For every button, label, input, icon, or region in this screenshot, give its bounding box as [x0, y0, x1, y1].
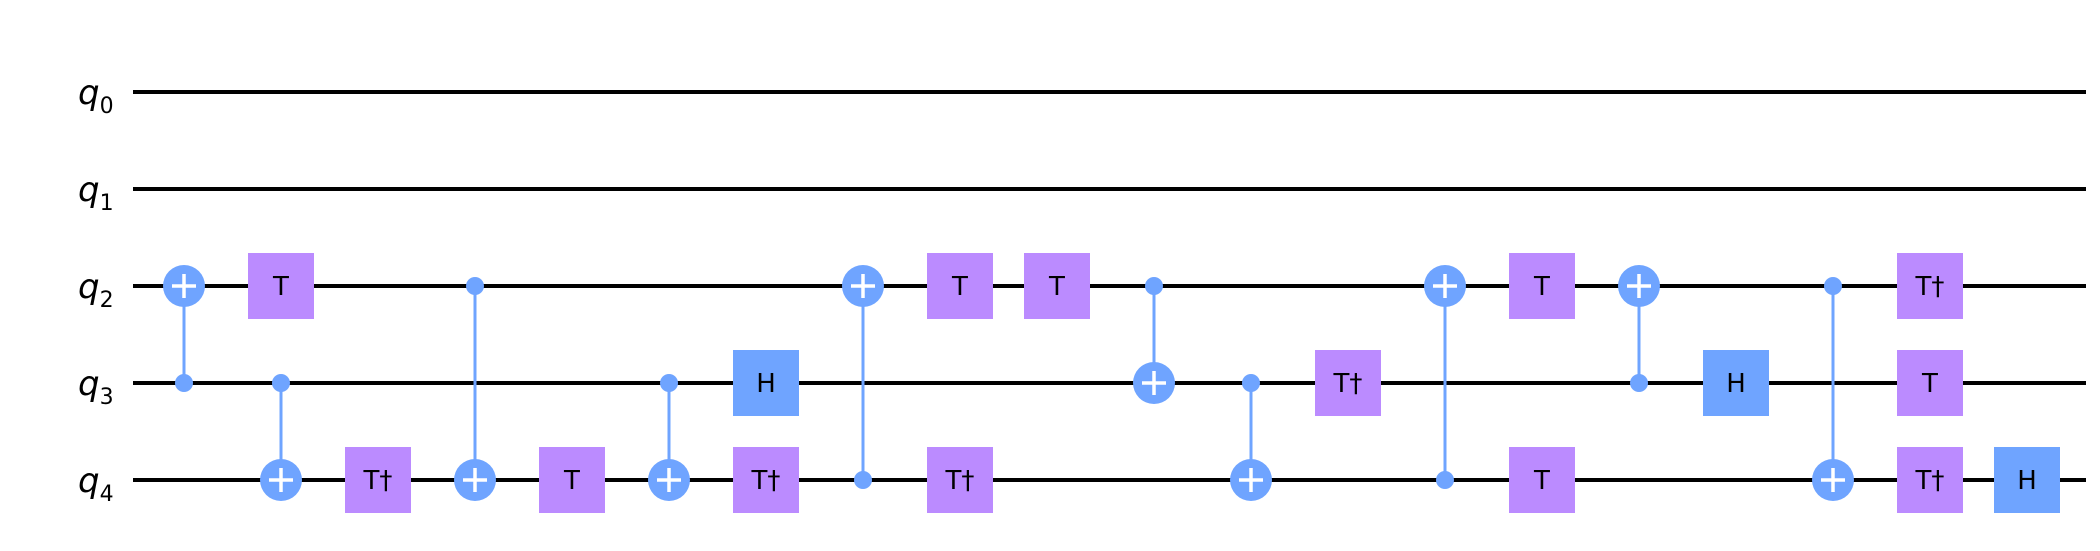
h-gate-label: H	[2017, 466, 2037, 496]
tdg-gate: T†	[733, 447, 799, 513]
qubit-label-name: q	[78, 170, 100, 210]
cnot-control-dot	[854, 471, 872, 489]
tdg-gate-label: T†	[945, 466, 975, 496]
tdg-gate: T†	[1897, 253, 1963, 319]
tdg-gate: T†	[1897, 447, 1963, 513]
t-gate-box	[1509, 447, 1575, 513]
h-gate-label: H	[1726, 369, 1746, 399]
tdg-gate: T†	[345, 447, 411, 513]
qubit-label-1: q1	[78, 170, 114, 216]
h-gate: H	[733, 350, 799, 416]
tdg-gate-label: T†	[751, 466, 781, 496]
cnot-control-dot	[272, 374, 290, 392]
cnot-control-dot	[1145, 277, 1163, 295]
cnot-target	[1618, 265, 1660, 307]
t-gate: T	[1509, 253, 1575, 319]
t-gate-box	[927, 253, 993, 319]
tdg-gate-label: T†	[1915, 466, 1945, 496]
tdg-gate-box	[345, 447, 411, 513]
t-gate-label: T	[1921, 369, 1938, 399]
t-gate-box	[1024, 253, 1090, 319]
cnot-target	[842, 265, 884, 307]
t-gate-label: T	[563, 466, 580, 496]
cnot-target	[1230, 459, 1272, 501]
tdg-gate-box	[1897, 447, 1963, 513]
h-gate-box	[1703, 350, 1769, 416]
h-gate-box	[733, 350, 799, 416]
qubit-label-index: 4	[100, 482, 114, 507]
t-gate: T	[1897, 350, 1963, 416]
t-gate-label: T	[1048, 272, 1065, 302]
qubit-label-3: q3	[78, 364, 114, 410]
qubit-label-index: 2	[100, 288, 114, 313]
h-gate-label: H	[756, 369, 776, 399]
cnot-control-dot	[1824, 277, 1842, 295]
cnot-target	[454, 459, 496, 501]
cnot-control-dot	[1630, 374, 1648, 392]
tdg-gate-label: T†	[1915, 272, 1945, 302]
t-gate-box	[1509, 253, 1575, 319]
tdg-gate-box	[927, 447, 993, 513]
gates: T T† T H T† T T† T T† T T H T† T T† H	[163, 253, 2060, 513]
cnot-target	[1424, 265, 1466, 307]
cnot-target	[163, 265, 205, 307]
qubit-label-2: q2	[78, 267, 114, 313]
tdg-gate: T†	[1315, 350, 1381, 416]
tdg-gate-box	[733, 447, 799, 513]
qubit-label-index: 0	[100, 94, 114, 119]
t-gate: T	[539, 447, 605, 513]
cnot-target	[260, 459, 302, 501]
t-gate-box	[248, 253, 314, 319]
tdg-gate-box	[1315, 350, 1381, 416]
cnot-target	[1812, 459, 1854, 501]
qubit-label-name: q	[78, 364, 100, 404]
h-gate: H	[1994, 447, 2060, 513]
qubit-label-0: q0	[78, 73, 114, 119]
tdg-gate: T†	[927, 447, 993, 513]
qubit-label-name: q	[78, 267, 100, 307]
tdg-gate-label: T†	[1333, 369, 1363, 399]
h-gate: H	[1703, 350, 1769, 416]
t-gate-label: T	[951, 272, 968, 302]
cnot-control-dot	[1242, 374, 1260, 392]
t-gate-box	[539, 447, 605, 513]
t-gate-box	[1897, 350, 1963, 416]
t-gate-label: T	[1533, 272, 1550, 302]
t-gate: T	[927, 253, 993, 319]
tdg-gate-box	[1897, 253, 1963, 319]
cnot-control-dot	[175, 374, 193, 392]
tdg-gate-label: T†	[363, 466, 393, 496]
cnot-target	[1133, 362, 1175, 404]
qubit-label-name: q	[78, 461, 100, 501]
qubit-label-index: 3	[100, 385, 114, 410]
qubit-wires	[133, 90, 2086, 482]
t-gate-label: T	[1533, 466, 1550, 496]
cnot-control-dot	[660, 374, 678, 392]
cnot-control-dot	[1436, 471, 1454, 489]
cnot-target	[648, 459, 690, 501]
h-gate-box	[1994, 447, 2060, 513]
qubit-label-name: q	[78, 73, 100, 113]
qubit-label-4: q4	[78, 461, 114, 507]
t-gate: T	[248, 253, 314, 319]
t-gate: T	[1024, 253, 1090, 319]
cnot-control-dot	[466, 277, 484, 295]
t-gate: T	[1509, 447, 1575, 513]
t-gate-label: T	[272, 272, 289, 302]
qubit-label-index: 1	[100, 191, 114, 216]
